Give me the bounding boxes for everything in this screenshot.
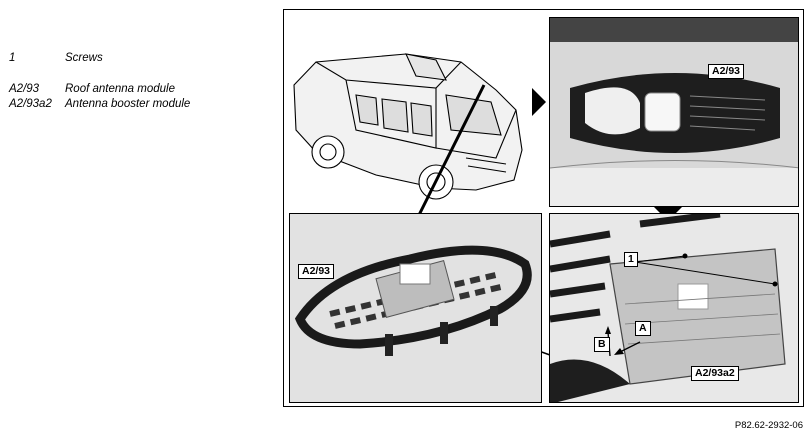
legend-key: A2/93: [9, 83, 40, 95]
vehicle-illustration: [293, 53, 523, 200]
screws-callout: 1: [624, 252, 638, 267]
legend-key: A2/93a2: [9, 98, 52, 110]
callout-label: A2/93: [298, 264, 335, 279]
photo-booster-module: 1 A B A2/93a2: [549, 213, 799, 403]
callout-label: A2/93a2: [691, 366, 739, 381]
legend-key: 1: [9, 52, 16, 64]
callout-label: A2/93: [708, 64, 745, 79]
photo-roof-module: A2/93: [549, 17, 799, 207]
photo-antenna-module: A2/93: [289, 213, 542, 403]
legend-desc: Screws: [65, 52, 103, 64]
arrow-a-callout: A: [635, 321, 651, 336]
figure-reference: P82.62-2932-06: [734, 420, 803, 431]
legend-desc: Roof antenna module: [65, 83, 175, 95]
figure-frame: A2/93 A2/93: [283, 9, 804, 407]
legend-desc: Antenna booster module: [65, 98, 191, 110]
arrow-b-callout: B: [594, 337, 610, 352]
